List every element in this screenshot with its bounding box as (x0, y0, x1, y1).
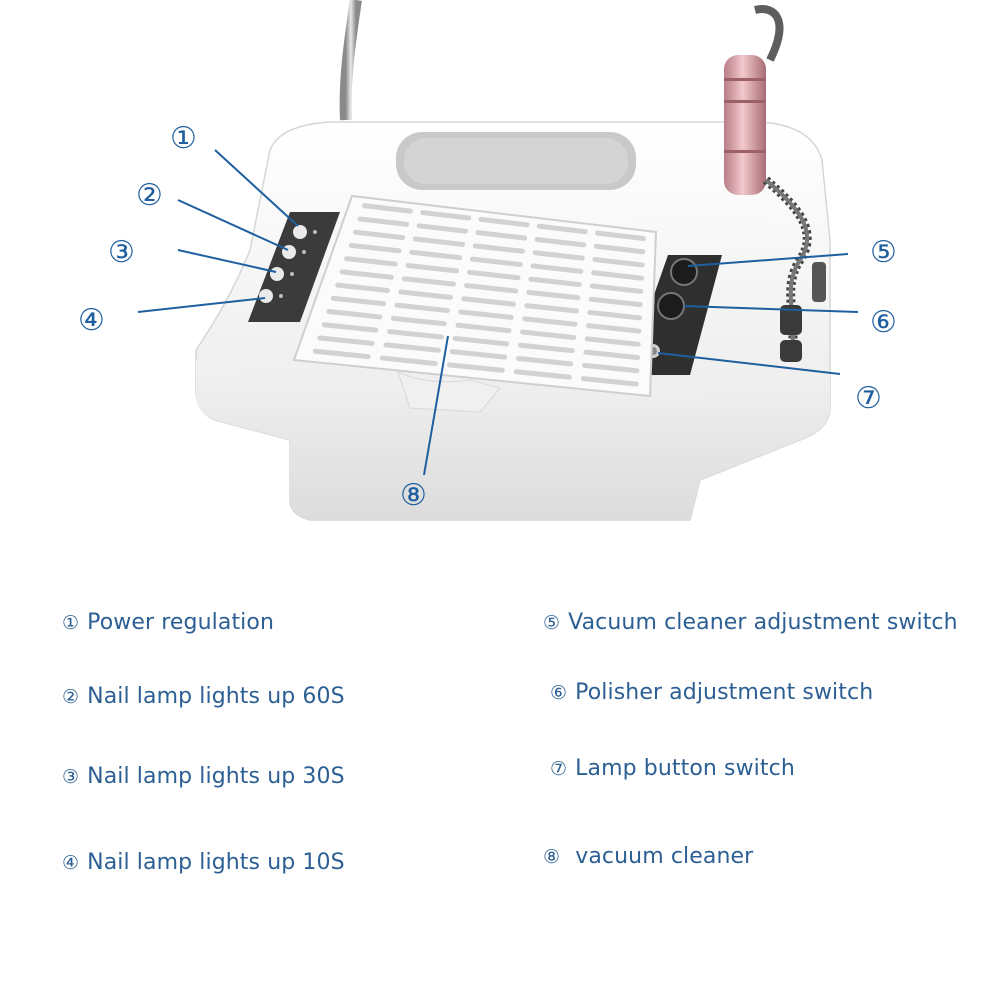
grille-slot (530, 263, 584, 274)
grille-slot (534, 236, 587, 248)
legend-item-4: ④ Nail lamp lights up 10S (62, 850, 345, 875)
side-ports (780, 262, 826, 362)
legend-item-6: ⑥ Polisher adjustment switch (550, 680, 873, 705)
grille-slot (390, 315, 447, 327)
grille-slot (357, 216, 410, 227)
grille-slot (353, 229, 406, 241)
grille-slot (469, 256, 523, 267)
legend-text: Nail lamp lights up 60S (87, 684, 345, 709)
grille-slot (401, 276, 457, 287)
legend-number: ⑧ (543, 846, 561, 868)
callout-2: ② (136, 178, 163, 213)
grille-slot (589, 283, 644, 294)
grille-slot (464, 283, 519, 294)
callout-5: ⑤ (870, 235, 897, 270)
legend-number: ④ (62, 852, 80, 874)
grille-slot (532, 250, 585, 261)
grille-slot (420, 210, 472, 221)
callout-3: ③ (108, 235, 135, 270)
grille-slot (524, 303, 580, 314)
grille-slot (412, 236, 466, 247)
legend-text: vacuum cleaner (568, 844, 754, 869)
grille-slot (362, 203, 413, 214)
grille-slot (515, 356, 574, 367)
grille-slot (312, 348, 371, 360)
grille-slot (461, 296, 517, 307)
grille-slot (466, 269, 521, 281)
grille-slot (472, 243, 525, 254)
grille-slot (455, 322, 512, 334)
legend-number: ③ (62, 766, 80, 788)
vacuum-grille (292, 194, 658, 398)
grille-slot (458, 309, 514, 320)
grille-slot (398, 289, 453, 300)
callout-6: ⑥ (870, 305, 897, 340)
legend-number: ⑥ (550, 682, 568, 704)
grille-slot (446, 362, 505, 373)
grille-slot (583, 349, 641, 361)
grille-slot (520, 329, 577, 340)
grille-slot (475, 230, 528, 241)
grille-slot (335, 282, 390, 293)
legend-item-7: ⑦ Lamp button switch (550, 756, 795, 781)
grille-slot (513, 369, 572, 380)
grille-slot (452, 335, 510, 347)
grille-slot (321, 322, 379, 333)
grille-slot (522, 316, 578, 327)
grille-slot (405, 262, 460, 274)
grille-slot (594, 230, 646, 241)
grille-slot (344, 256, 398, 267)
grille-slot (394, 302, 450, 314)
grille-slot (536, 223, 588, 235)
legend-item-3: ③ Nail lamp lights up 30S (62, 764, 345, 789)
callout-lines (137, 149, 859, 476)
grille-slot (478, 216, 530, 228)
legend-text: Polisher adjustment switch (575, 680, 874, 705)
grille-slot (580, 376, 639, 387)
grille-slot (586, 323, 642, 334)
callout-1: ① (170, 121, 197, 156)
lamp-control-panel (248, 212, 340, 322)
legend-text: Nail lamp lights up 30S (87, 764, 345, 789)
legend-number: ⑦ (550, 758, 568, 780)
legend-number: ① (62, 612, 80, 634)
legend-text: Nail lamp lights up 10S (87, 850, 345, 875)
grille-slot (339, 269, 394, 280)
grille-slot (387, 329, 444, 340)
grille-slot (588, 296, 643, 308)
grille-slot (584, 336, 641, 347)
legend-text: Vacuum cleaner adjustment switch (568, 610, 958, 635)
grille-slot (317, 335, 375, 346)
grille-slot (409, 249, 463, 261)
grille-slot (379, 355, 438, 366)
grille-slot (528, 276, 582, 288)
legend-item-1: ① Power regulation (62, 610, 274, 635)
grille-slot (518, 342, 575, 354)
grille-slot (449, 349, 508, 360)
nail-machine-illustration: ① ② ③ ④ ⑤ ⑥ ⑦ ⑧ (78, 0, 897, 521)
grille-slot (593, 243, 646, 255)
grille-slot (591, 270, 644, 281)
grille-slot (326, 309, 383, 320)
callout-markers: ① ② ③ ④ ⑤ ⑥ ⑦ ⑧ (78, 121, 897, 513)
legend-number: ⑤ (543, 612, 561, 634)
grille-slot (416, 223, 469, 234)
callout-7: ⑦ (855, 381, 882, 416)
legend-item-8: ⑧ vacuum cleaner (543, 844, 753, 869)
grille-slot (587, 309, 643, 321)
grille-slot (330, 295, 387, 307)
legend-item-2: ② Nail lamp lights up 60S (62, 684, 345, 709)
legend-text: Power regulation (87, 610, 274, 635)
grille-slot (526, 289, 581, 301)
grille-slot (592, 257, 645, 268)
grille-slot (582, 362, 640, 374)
callout-4: ④ (78, 303, 105, 338)
legend-text: Lamp button switch (575, 756, 795, 781)
grille-slot (383, 342, 441, 353)
callout-8: ⑧ (400, 478, 427, 513)
grille-slot (348, 242, 402, 254)
legend-item-5: ⑤ Vacuum cleaner adjustment switch (543, 610, 958, 635)
legend-number: ② (62, 686, 80, 708)
